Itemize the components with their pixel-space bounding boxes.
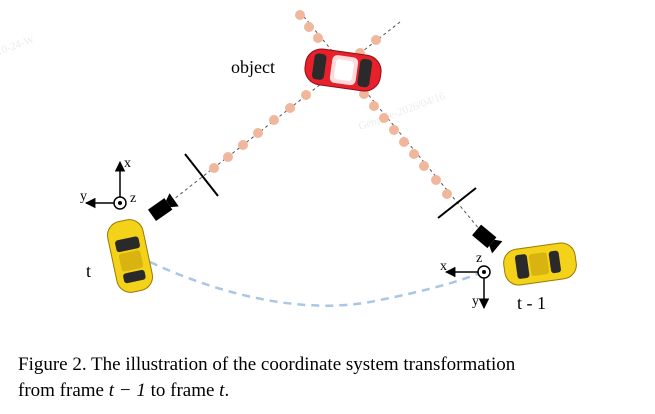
- svg-text:Geng Fe-2026/04/16: Geng Fe-2026/04/16: [357, 90, 447, 133]
- yellow-car-icon: [107, 219, 153, 293]
- coordinate-axes-icon: x y z: [440, 251, 491, 310]
- caption-text-3: to frame: [150, 380, 215, 401]
- object-label: object: [231, 57, 275, 77]
- axis-y-label: y: [80, 189, 87, 204]
- caption-t-minus-1: t − 1: [108, 380, 146, 401]
- coordinate-axes-icon: x y z: [80, 156, 136, 210]
- caption-text-2: from frame: [18, 380, 104, 401]
- axis-y-label: y: [472, 294, 479, 309]
- current-frame-label: t: [86, 261, 91, 281]
- image-plane-current: [184, 153, 219, 197]
- figure-caption: Figure 2. The illustration of the coordi…: [18, 352, 643, 404]
- svg-text:10-24-W: 10-24-W: [0, 33, 37, 58]
- ray-to-current-camera: [159, 21, 401, 211]
- previous-frame-label: t - 1: [517, 293, 546, 313]
- caption-text-4: .: [224, 380, 230, 401]
- caption-text-1: The illustration of the coordinate syste…: [91, 354, 516, 375]
- trajectory-curve: [149, 260, 481, 307]
- axis-x-label: x: [440, 259, 447, 274]
- caption-t: t: [219, 380, 225, 401]
- axis-z-label: z: [130, 191, 136, 206]
- caption-prefix: Figure 2.: [18, 354, 87, 375]
- axis-x-label: x: [124, 156, 131, 171]
- yellow-car-icon: [503, 242, 577, 286]
- ray-to-previous-camera: [295, 10, 481, 231]
- image-plane-previous: [437, 187, 477, 219]
- coordinate-transform-diagram: 10-24-W Geng Fe-2026/04/16: [0, 10, 577, 313]
- axis-z-label: z: [476, 251, 482, 266]
- red-car-icon: [304, 48, 382, 92]
- camera-icon: [147, 193, 179, 222]
- camera-icon: [472, 224, 503, 254]
